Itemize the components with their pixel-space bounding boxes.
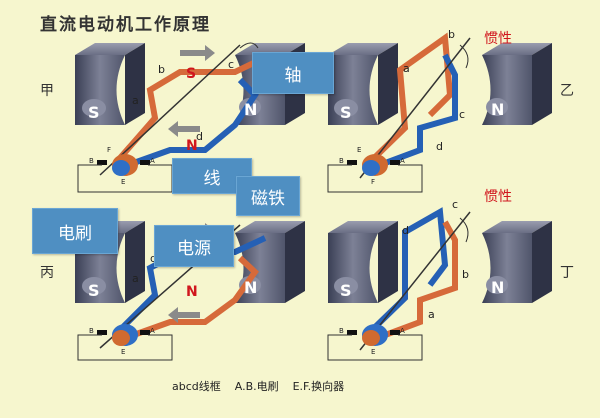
coil-c-yi: c — [459, 108, 465, 121]
coil-a-ding: a — [428, 308, 435, 321]
pole-n-yi: N — [491, 100, 504, 119]
panel-yi — [327, 32, 552, 193]
callout-zhou: 轴 — [252, 52, 334, 94]
coil-d-bing: d — [150, 252, 157, 265]
coil-red-ding — [378, 220, 458, 340]
comm-e-jia: E — [121, 178, 125, 186]
comm-e-bing: E — [121, 348, 125, 356]
magnet-s-jia — [75, 43, 145, 125]
callout-cishi: 磁铁 — [236, 176, 300, 216]
coil-red-jia — [117, 52, 272, 160]
coil-d-yi: d — [436, 140, 443, 153]
coil-c-jia: c — [228, 58, 234, 71]
label-ding: 丁 — [560, 265, 574, 281]
pole-n-ding: N — [491, 278, 504, 297]
coil-b-yi: b — [448, 28, 455, 41]
page-title: 直流电动机工作原理 — [40, 15, 211, 35]
pole-s-bing: S — [88, 281, 100, 300]
brush-b-ding: B — [339, 327, 344, 335]
callout-dianyuan: 电源 — [154, 225, 234, 267]
coil-b-ding: b — [462, 268, 469, 281]
pole-s-jia: S — [88, 103, 100, 122]
pole-n-bing: N — [244, 278, 257, 297]
force-s-label: S — [186, 66, 196, 82]
comm-e-yi: E — [357, 146, 361, 154]
coil-c-ding: c — [452, 198, 458, 211]
inertia-label-bottom: 惯性 — [484, 189, 512, 205]
callout-dianshua: 电刷 — [32, 208, 118, 254]
force-n-label: N — [186, 138, 198, 154]
inertia-label-top: 惯性 — [484, 31, 512, 47]
brush-b-yi: B — [339, 157, 344, 165]
comm-f-jia: F — [107, 146, 111, 154]
label-yi: 乙 — [560, 83, 574, 99]
coil-b-jia: b — [158, 63, 165, 76]
legend-caption: abcd线框 A.B.电刷 E.F.换向器 — [172, 380, 345, 393]
panel-ding — [327, 207, 552, 361]
label-jia: 甲 — [40, 83, 54, 99]
brush-b-jia: B — [89, 157, 94, 165]
comm-f-yi: F — [371, 178, 375, 186]
magnet-n-yi — [482, 43, 552, 125]
brush-a-yi: A — [400, 157, 405, 165]
coil-blue-yi — [378, 53, 458, 168]
force-n-label-bottom: N — [186, 284, 198, 300]
coil-a-jia: a — [132, 94, 139, 107]
comm-e-ding: E — [371, 348, 375, 356]
pole-s-ding: S — [340, 281, 352, 300]
pole-s-yi: S — [340, 103, 352, 122]
magnet-s-yi — [328, 43, 398, 125]
magnet-s-ding — [328, 221, 398, 303]
label-bing: 丙 — [40, 265, 54, 281]
coil-blue-ding — [369, 207, 449, 333]
coil-a-bing: a — [132, 272, 139, 285]
coil-d-ding: d — [402, 224, 409, 237]
coil-d-jia: d — [196, 130, 203, 143]
coil-a-yi: a — [403, 62, 410, 75]
brush-a-ding: A — [400, 327, 405, 335]
brush-b-bing: B — [89, 327, 94, 335]
magnet-n-ding — [482, 221, 552, 303]
pole-n-jia: N — [244, 100, 257, 119]
brush-a-jia: A — [150, 157, 155, 165]
coil-red-yi — [369, 32, 454, 163]
coil-red-bing — [126, 255, 259, 340]
brush-a-bing: A — [150, 327, 155, 335]
